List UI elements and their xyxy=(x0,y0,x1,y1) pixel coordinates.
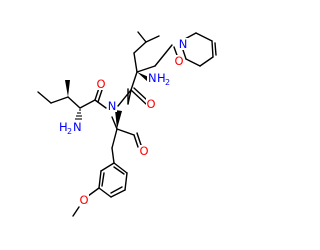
left-amine-subscript: 2 xyxy=(67,127,72,136)
ketone-oxygen-label: O xyxy=(174,54,183,68)
bond xyxy=(130,71,138,91)
bond xyxy=(100,162,115,172)
bond xyxy=(136,132,142,146)
top-amine-n-label: N xyxy=(148,71,157,85)
left-amine-h-label: H xyxy=(59,120,68,134)
bond xyxy=(130,89,147,105)
top-amine-h-label: H xyxy=(157,71,166,85)
ring-nitrogen-label: N xyxy=(179,37,188,51)
bond xyxy=(116,128,135,136)
structure-canvas: O N N H 2 O O N H 2 N xyxy=(37,31,217,217)
methoxy-oxygen-atom: O xyxy=(79,193,89,207)
bond xyxy=(87,187,100,197)
bond xyxy=(214,42,217,56)
bond xyxy=(133,134,139,148)
right-amide-oxygen-atom: O xyxy=(146,97,156,111)
top-amine-atom: N H 2 xyxy=(147,71,171,87)
bond xyxy=(98,187,112,198)
bond xyxy=(195,32,213,42)
aldehyde-oxygen-atom: O xyxy=(139,144,149,158)
central-nitrogen-atom: N xyxy=(107,99,117,113)
bond xyxy=(79,99,96,109)
bond xyxy=(110,186,123,194)
left-amide-oxygen-atom: O xyxy=(96,77,106,91)
bond xyxy=(133,52,138,73)
ring-nitrogen-atom: N xyxy=(178,37,188,51)
methoxy-oxygen-label: O xyxy=(79,193,88,207)
right-amide-oxygen-label: O xyxy=(146,97,155,111)
bond xyxy=(199,56,214,67)
bond xyxy=(111,128,118,149)
bond xyxy=(127,89,132,105)
wedge-bond xyxy=(65,80,70,97)
bond xyxy=(185,58,201,67)
left-amine-atom: H 2 N xyxy=(58,120,86,136)
bond xyxy=(117,89,132,107)
bond xyxy=(98,170,102,189)
atom-labels: O N N H 2 O O N H 2 N xyxy=(58,37,188,207)
bond xyxy=(137,31,147,43)
bond xyxy=(133,87,148,101)
aldehyde-oxygen-label: O xyxy=(139,144,148,158)
left-amide-oxygen-label: O xyxy=(96,77,105,91)
bond xyxy=(154,44,173,67)
bond xyxy=(113,166,125,175)
ketone-oxygen-atom: O xyxy=(174,54,184,68)
bond xyxy=(50,96,69,104)
bond xyxy=(111,116,118,130)
bond xyxy=(145,35,160,43)
bond xyxy=(67,96,81,109)
bond xyxy=(133,41,147,54)
molecule-drawing: O N N H 2 O O N H 2 N xyxy=(37,31,217,217)
left-amine-n-label: N xyxy=(73,120,82,134)
bond xyxy=(94,99,107,109)
central-nitrogen-label: N xyxy=(108,99,117,113)
bond xyxy=(72,206,80,217)
bond xyxy=(101,172,105,187)
bond xyxy=(110,189,126,198)
bond xyxy=(136,65,156,73)
wedge-bond xyxy=(115,110,122,129)
bond xyxy=(113,162,128,174)
bond xyxy=(211,40,214,58)
bond xyxy=(37,91,52,104)
bond xyxy=(97,89,103,103)
bond xyxy=(182,49,187,60)
bond xyxy=(124,172,128,191)
top-amine-subscript: 2 xyxy=(165,78,170,87)
bond xyxy=(111,147,115,164)
